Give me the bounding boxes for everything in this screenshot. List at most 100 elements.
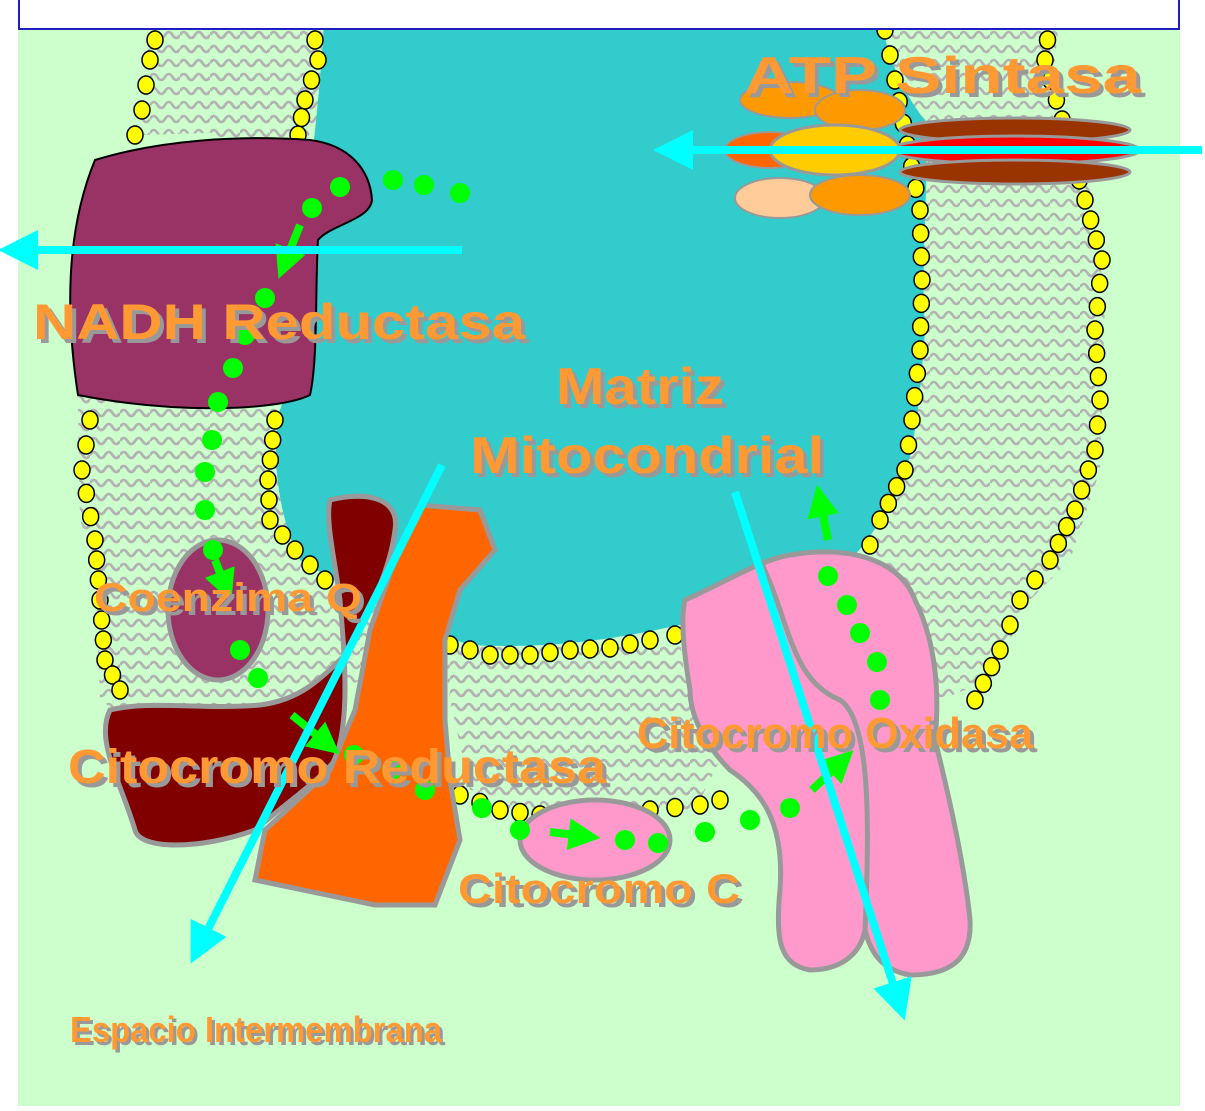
electron-dot [202, 430, 222, 450]
lipid-head-dot [1077, 191, 1093, 209]
electron-dot [615, 830, 635, 850]
lipid-head-dot [294, 109, 310, 127]
electron-dot [837, 595, 857, 615]
lipid-head-dot [142, 51, 158, 69]
lipid-head-dot [1092, 274, 1108, 292]
electron-dot [383, 170, 403, 190]
electron-dot [248, 668, 268, 688]
lipid-head-dot [914, 271, 930, 289]
lipid-head-dot [1050, 534, 1066, 552]
lipid-head-dot [913, 224, 929, 242]
lipid-head-dot [262, 451, 278, 469]
electron-dot [414, 175, 434, 195]
lipid-head-dot [1089, 298, 1105, 316]
lipid-head-dot [261, 491, 277, 509]
electron-dot [740, 810, 760, 830]
lipid-head-dot [642, 631, 658, 649]
lipid-head-dot [262, 511, 278, 529]
lipid-head-dot [692, 796, 708, 814]
lipid-head-dot [512, 804, 528, 822]
lipid-head-dot [913, 294, 929, 312]
lipid-head-dot [984, 658, 1000, 676]
electron-dot [302, 198, 322, 218]
lipid-head-dot [147, 31, 163, 49]
lipid-head-dot [912, 201, 928, 219]
electron-dot [695, 822, 715, 842]
lipid-head-dot [975, 674, 991, 692]
lipid-head-dot [542, 644, 558, 662]
lipid-head-dot [78, 436, 94, 454]
lipid-head-dot [1094, 251, 1110, 269]
electron-dot [223, 358, 243, 378]
electron-dot [203, 540, 223, 560]
lipid-head-dot [307, 31, 323, 49]
lipid-head-dot [297, 91, 313, 109]
lipid-head-dot [83, 508, 99, 526]
lipid-head-dot [912, 341, 928, 359]
electron-dot [870, 690, 890, 710]
lipid-head-dot [901, 436, 917, 454]
lipid-head-dot [622, 635, 638, 653]
mitocondrial-label: Mitocondrial [470, 427, 824, 485]
lipid-head-dot [880, 494, 896, 512]
lipid-head-dot [1087, 321, 1103, 339]
lipid-head-dot [82, 411, 98, 429]
electron-dot [330, 177, 350, 197]
lipid-head-dot [302, 556, 318, 574]
lipid-head-dot [967, 691, 983, 709]
lipid-head-dot [907, 388, 923, 406]
lipid-head-dot [992, 641, 1008, 659]
lipid-head-dot [1042, 551, 1058, 569]
top-frame-bar [18, 0, 1180, 30]
lipid-head-dot [265, 431, 281, 449]
atp-sintasa-label: ATP Sintasa [744, 47, 1142, 105]
lipid-head-dot [127, 126, 143, 144]
lipid-head-dot [1012, 591, 1028, 609]
lipid-head-dot [89, 551, 105, 569]
lipid-head-dot [602, 639, 618, 657]
lipid-head-dot [562, 641, 578, 659]
lipid-head-dot [1089, 344, 1105, 362]
lipid-head-dot [913, 318, 929, 336]
lipid-head-dot [267, 411, 283, 429]
lipid-head-dot [1074, 481, 1090, 499]
electron-dot [818, 566, 838, 586]
electron-dot [208, 392, 228, 412]
lipid-head-dot [667, 799, 683, 817]
lipid-head-dot [112, 681, 128, 699]
lipid-head-dot [913, 248, 929, 266]
lipid-head-dot [522, 646, 538, 664]
lipid-head-dot [260, 471, 276, 489]
lipid-head-dot [1088, 231, 1104, 249]
lipid-head-dot [287, 541, 303, 559]
electron-dot [195, 500, 215, 520]
lipid-head-dot [712, 791, 728, 809]
lipid-head-dot [897, 461, 913, 479]
lipid-head-dot [1002, 616, 1018, 634]
electron-dot [648, 833, 668, 853]
lipid-head-dot [78, 484, 94, 502]
electron-arrow-citc [550, 832, 575, 835]
lipid-head-dot [1059, 518, 1075, 536]
electron-dot [195, 462, 215, 482]
lipid-head-dot [134, 101, 150, 119]
lipid-head-dot [310, 51, 326, 69]
lipid-head-dot [492, 801, 508, 819]
electron-dot [450, 183, 470, 203]
lipid-head-dot [74, 461, 90, 479]
lipid-head-dot [1090, 416, 1106, 434]
lipid-head-dot [1087, 441, 1103, 459]
lipid-head-dot [275, 526, 291, 544]
lipid-head-dot [909, 364, 925, 382]
nadh-reductasa-label: NADH Reductasa [33, 294, 526, 350]
lipid-head-dot [582, 640, 598, 658]
matriz-label: Matriz [556, 358, 724, 416]
electron-dot [472, 798, 492, 818]
lipid-head-dot [872, 511, 888, 529]
citocromo-reductasa-label: Citocromo Reductasa [68, 741, 606, 794]
espacio-intermembrana-label: Espacio Intermembrana [70, 1009, 443, 1050]
lipid-head-dot [1083, 211, 1099, 229]
coenzima-q-label: Coenzima Q [94, 576, 362, 620]
